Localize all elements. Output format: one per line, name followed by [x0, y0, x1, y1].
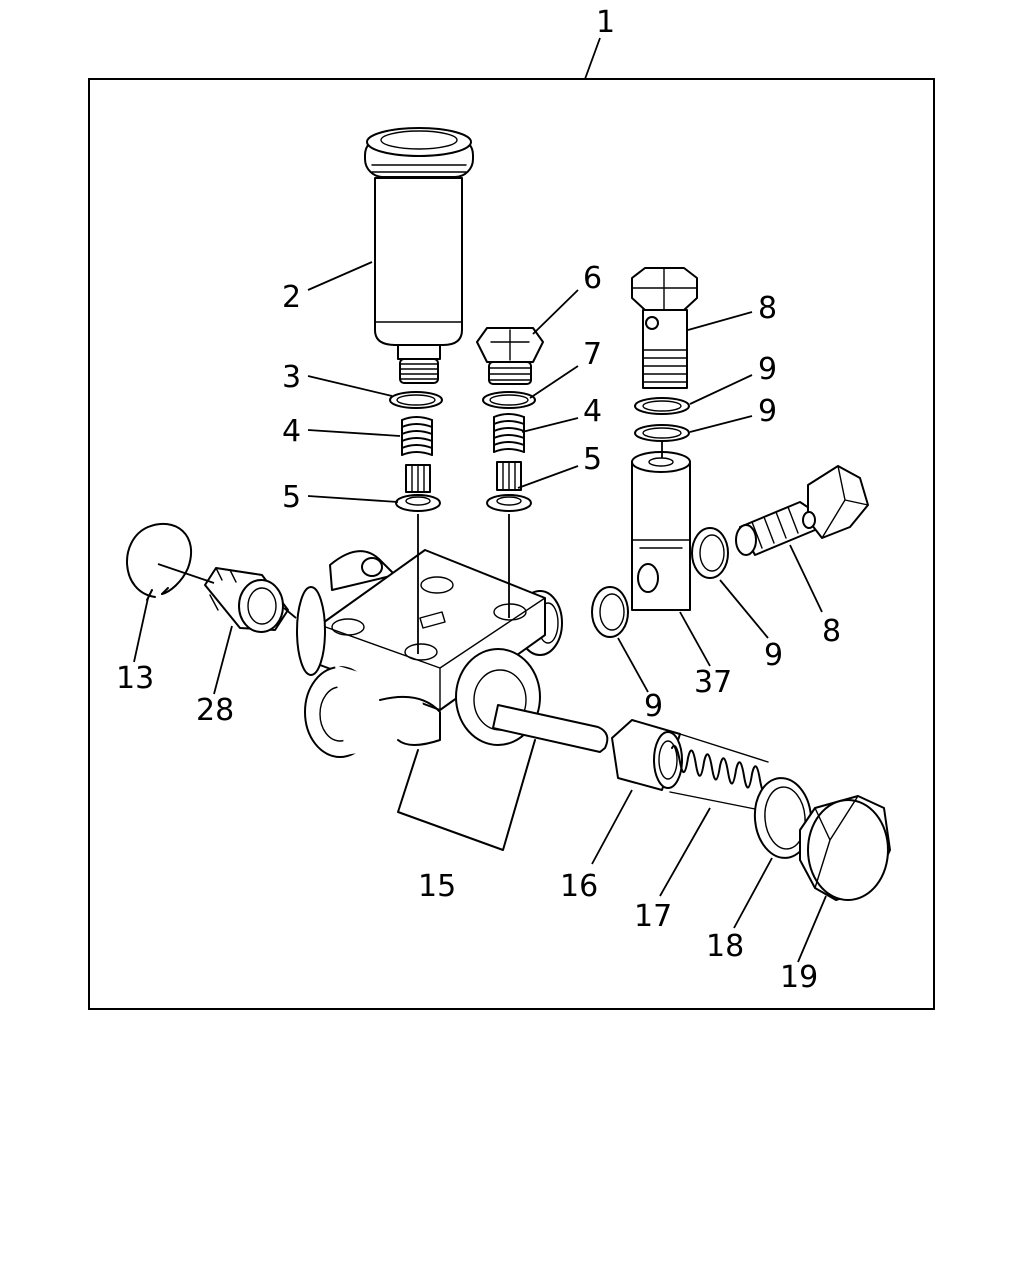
callout-5-right: 5: [583, 442, 602, 477]
leader-9-left: [617, 637, 649, 693]
leader-9-right: [719, 579, 769, 639]
leader-4-left: [307, 429, 401, 437]
callout-13: 13: [116, 661, 154, 696]
part-5-valve-left[interactable]: [395, 464, 441, 512]
leader-5-left: [307, 495, 399, 503]
part-7-washer[interactable]: [482, 391, 536, 409]
leader-17: [659, 807, 711, 897]
part-8-banjo-bolt-top[interactable]: [631, 267, 698, 389]
assembly-frame: [88, 78, 935, 1010]
callout-8-side: 8: [822, 614, 841, 649]
part-9-washer-top-2[interactable]: [634, 424, 690, 442]
leader-9-top-2: [689, 415, 753, 433]
leader-5-right: [517, 465, 579, 489]
callout-9-top-2: 9: [758, 394, 777, 429]
callout-19: 19: [780, 960, 818, 995]
part-9-washer-top-1[interactable]: [634, 397, 690, 415]
callout-4-right: 4: [583, 394, 602, 429]
leader-7: [529, 365, 579, 399]
callout-16: 16: [560, 869, 598, 904]
leader-8-top: [687, 311, 753, 331]
part-4-spring-left[interactable]: [401, 416, 433, 456]
leader-3: [307, 375, 393, 397]
part-16-plunger[interactable]: [611, 719, 683, 791]
part-37-fitting-body[interactable]: [631, 451, 691, 611]
callout-15: 15: [418, 869, 456, 904]
part-9-washer-side-left[interactable]: [591, 586, 629, 638]
part-17-spring[interactable]: [669, 733, 769, 811]
callout-3: 3: [282, 360, 301, 395]
callout-5-left: 5: [282, 480, 301, 515]
callout-6: 6: [583, 261, 602, 296]
callout-9-right: 9: [764, 638, 783, 673]
leader-2: [307, 261, 373, 291]
align-snap-ring: [157, 563, 215, 584]
callout-37: 37: [694, 665, 732, 700]
leader-6: [532, 289, 579, 335]
part-2-primer-pump[interactable]: [364, 127, 474, 384]
leader-16: [591, 789, 633, 865]
callout-17: 17: [634, 899, 672, 934]
callout-18: 18: [706, 929, 744, 964]
align-nut: [283, 607, 297, 619]
leader-lines: [133, 37, 827, 963]
callout-1: 1: [596, 5, 615, 40]
part-6-plug[interactable]: [476, 327, 544, 385]
leader-13: [133, 597, 149, 663]
callout-8-top: 8: [758, 291, 777, 326]
part-9-washer-side-right[interactable]: [691, 527, 729, 579]
callout-labels: 1 2 3 4 5 6 7 4 5 8 9 9 8 9 37 9 13 28 1…: [116, 5, 841, 995]
callout-28: 28: [196, 693, 234, 728]
callout-4-left: 4: [282, 414, 301, 449]
leader-19: [797, 895, 827, 963]
leader-8-side: [789, 544, 823, 613]
part-4-spring-right[interactable]: [493, 413, 525, 453]
callout-2: 2: [282, 280, 301, 315]
callout-7: 7: [583, 337, 602, 372]
part-19-cap-nut[interactable]: [799, 795, 891, 901]
part-3-washer[interactable]: [389, 391, 443, 409]
part-8-banjo-bolt-side[interactable]: [735, 465, 869, 556]
leader-4-right: [521, 417, 579, 433]
leader-18: [733, 857, 773, 929]
part-15-bracket: [397, 739, 536, 851]
callout-9-left: 9: [644, 689, 663, 724]
leader-37: [679, 611, 711, 667]
part-16-piston-rod[interactable]: [492, 704, 609, 753]
leader-28: [213, 625, 233, 695]
callout-9-top-1: 9: [758, 352, 777, 387]
leader-1: [584, 37, 601, 80]
part-28-nut[interactable]: [204, 567, 289, 633]
part-13-snap-ring[interactable]: [126, 522, 193, 601]
leader-9-top-1: [689, 374, 753, 405]
part-5-valve-right[interactable]: [486, 461, 532, 512]
